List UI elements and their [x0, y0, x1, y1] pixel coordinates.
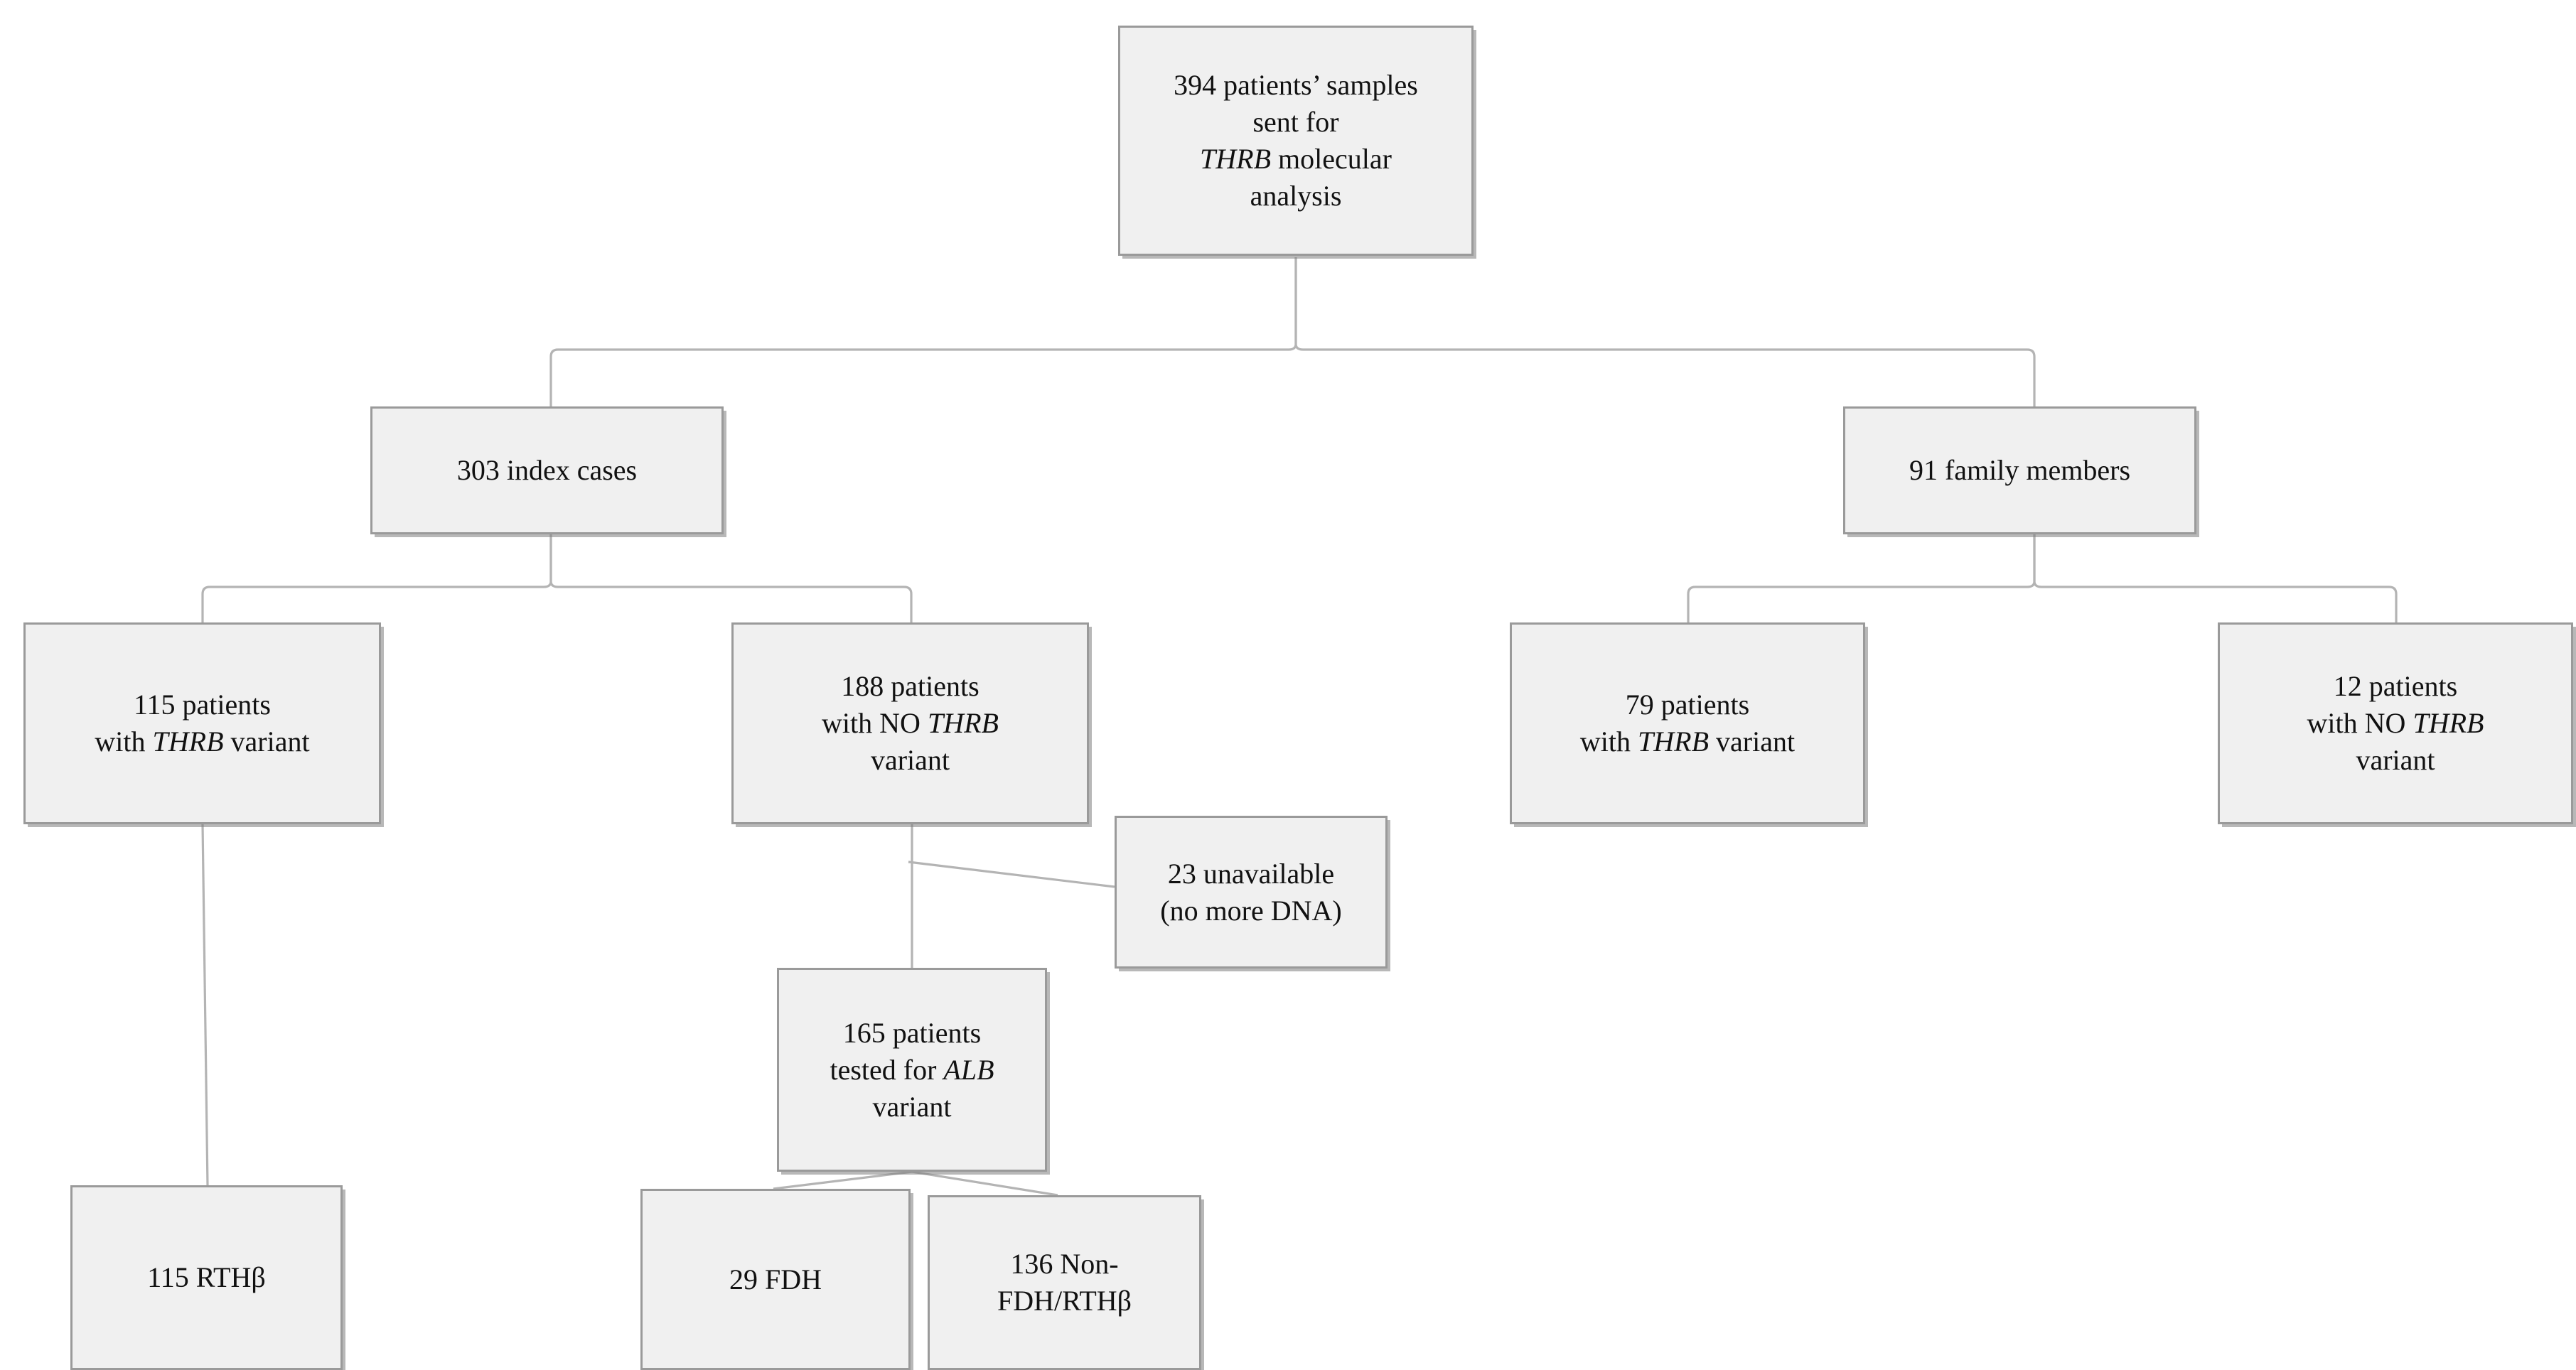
edge-alb-tested-to-fdh	[773, 1170, 913, 1190]
node-12-patients-with-no-thrb-variant[interactable]: 12 patients with NO THRB variant	[2218, 622, 2573, 824]
edge-index-nothrb-to-unavailable	[908, 861, 1115, 888]
node-label: 188 patients with NO THRB variant	[822, 670, 999, 776]
node-label: 91 family members	[1909, 454, 2131, 486]
node-label: 79 patients with THRB variant	[1579, 689, 1796, 757]
node-label: 394 patients’ samples sent for THRB mole…	[1174, 69, 1418, 212]
edge-index-thrb-to-rthb	[201, 824, 209, 1186]
node-115-rthb[interactable]: 115 RTHβ	[70, 1185, 343, 1370]
node-label: 29 FDH	[729, 1263, 822, 1295]
node-label: 115 patients with THRB variant	[95, 689, 310, 757]
node-303-index-cases[interactable]: 303 index cases	[370, 406, 724, 534]
node-label: 12 patients with NO THRB variant	[2307, 670, 2484, 776]
node-label: 303 index cases	[456, 454, 638, 486]
node-188-patients-with-no-thrb-variant[interactable]: 188 patients with NO THRB variant	[731, 622, 1089, 824]
node-115-patients-with-thrb-variant[interactable]: 115 patients with THRB variant	[23, 622, 381, 824]
edge-root-to-index	[549, 257, 1297, 406]
edge-alb-tested-to-non-fdh-rthb	[911, 1170, 1058, 1197]
node-label: 23 unavailable (no more DNA)	[1160, 857, 1342, 927]
node-23-unavailable-no-more-dna[interactable]: 23 unavailable (no more DNA)	[1115, 816, 1388, 969]
edge-family-to-family-thrb	[1687, 534, 2036, 622]
edge-root-to-family	[1294, 257, 2036, 406]
edge-family-to-family-nothrb	[2033, 534, 2398, 622]
node-91-family-members[interactable]: 91 family members	[1843, 406, 2196, 534]
edge-index-to-index-nothrb	[549, 534, 913, 622]
edge-index-to-index-thrb	[201, 534, 552, 622]
node-165-patients-tested-for-alb-variant[interactable]: 165 patients tested for ALB variant	[777, 968, 1047, 1172]
node-136-non-fdh-rthb[interactable]: 136 Non- FDH/RTHβ	[928, 1195, 1201, 1370]
node-79-patients-with-thrb-variant[interactable]: 79 patients with THRB variant	[1510, 622, 1865, 824]
node-394-patients-samples[interactable]: 394 patients’ samples sent for THRB mole…	[1118, 26, 1474, 256]
node-label: 115 RTHβ	[147, 1261, 266, 1293]
node-29-fdh[interactable]: 29 FDH	[640, 1189, 911, 1370]
node-label: 136 Non- FDH/RTHβ	[997, 1248, 1132, 1317]
node-label: 165 patients tested for ALB variant	[830, 1016, 994, 1123]
